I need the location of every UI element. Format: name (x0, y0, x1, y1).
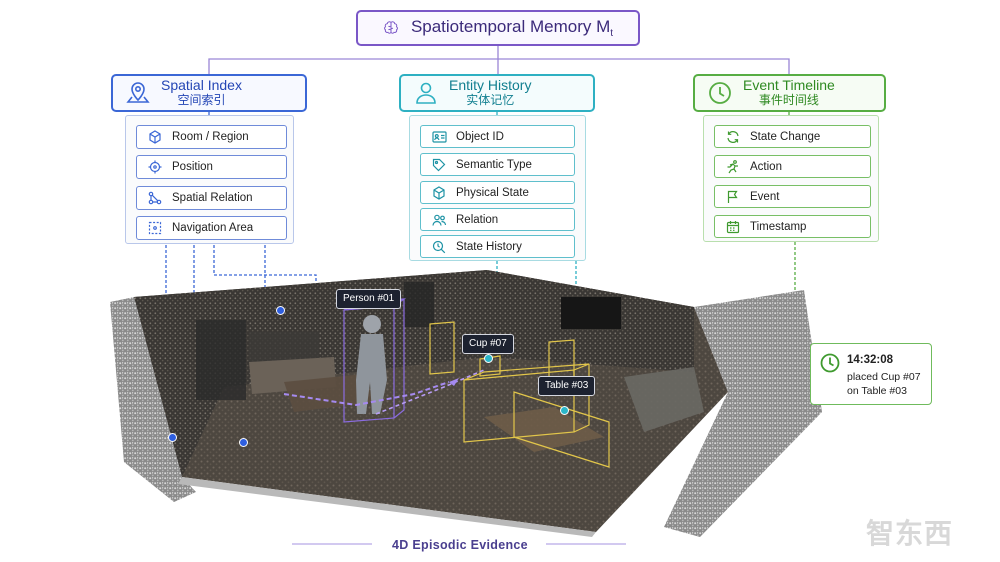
people-icon (431, 212, 447, 228)
item-label: Navigation Area (172, 222, 254, 234)
map-pin-icon (125, 80, 151, 106)
item-relation: Relation (420, 208, 575, 231)
person-icon (413, 80, 439, 106)
item-state-change: State Change (714, 125, 871, 148)
running-icon (725, 159, 741, 175)
person-figure (356, 315, 387, 414)
item-state-history: State History (420, 235, 575, 258)
spatial-index-box: Spatial Index 空间索引 (111, 74, 307, 112)
item-semantic-type: Semantic Type (420, 153, 575, 176)
graph-nodes-icon (147, 190, 163, 206)
id-card-icon (431, 129, 447, 145)
event-note-line2: on Table #03 (847, 385, 907, 397)
tag-icon (431, 157, 447, 173)
root-subscript: t (610, 28, 614, 39)
event-timeline-items: State Change Action Event Timestamp (703, 115, 879, 242)
spatial-index-title: Spatial Index (161, 77, 242, 93)
item-label: Room / Region (172, 131, 249, 143)
entity-history-items: Object ID Semantic Type Physical State R… (409, 115, 586, 261)
item-spatial-relation: Spatial Relation (136, 186, 287, 210)
scene-illustration (110, 270, 822, 537)
event-note-time: 14:32:08 (847, 354, 894, 366)
event-timeline-title: Event Timeline (743, 77, 835, 93)
history-search-icon (431, 239, 447, 255)
clock-icon (707, 80, 733, 106)
item-timestamp: Timestamp (714, 215, 871, 238)
anchor-dot-room (168, 433, 177, 442)
footer-caption: 4D Episodic Evidence (392, 538, 528, 552)
clock-icon (819, 352, 841, 374)
dashed-area-icon (147, 220, 163, 236)
item-physical-state: Physical State (420, 181, 575, 204)
item-label: Spatial Relation (172, 192, 253, 204)
spatial-index-subtitle: 空间索引 (177, 93, 226, 107)
item-label: Timestamp (750, 220, 807, 233)
item-label: Physical State (456, 186, 529, 199)
item-room-region: Room / Region (136, 125, 287, 149)
item-object-id: Object ID (420, 125, 575, 148)
item-label: Action (750, 160, 782, 173)
spatial-index-items: Room / Region Position Spatial Relation … (125, 115, 294, 244)
spatiotemporal-memory-root: Spatiotemporal Memory Mt (356, 10, 640, 46)
entity-history-title: Entity History (449, 77, 532, 93)
event-timeline-box: Event Timeline 事件时间线 (693, 74, 886, 112)
item-label: State History (456, 240, 522, 253)
label-cup: Cup #07 (462, 334, 514, 354)
calendar-icon (725, 219, 741, 235)
item-navigation-area: Navigation Area (136, 216, 287, 240)
event-timeline-subtitle: 事件时间线 (758, 93, 819, 107)
label-person: Person #01 (336, 289, 402, 309)
cube-icon (147, 129, 163, 145)
item-label: Position (172, 161, 213, 173)
item-label: Object ID (456, 130, 504, 143)
item-event: Event (714, 185, 871, 208)
event-note: 14:32:08 placed Cup #07 on Table #03 (810, 343, 932, 405)
label-table: Table #03 (538, 376, 596, 396)
item-action: Action (714, 155, 871, 178)
flag-icon (725, 189, 741, 205)
entity-history-box: Entity History 实体记忆 (399, 74, 595, 112)
item-label: Event (750, 190, 780, 203)
item-label: Relation (456, 213, 499, 226)
item-label: State Change (750, 130, 821, 143)
item-label: Semantic Type (456, 158, 532, 171)
anchor-dot-position (276, 306, 285, 315)
refresh-icon (725, 129, 741, 145)
event-note-line1: placed Cup #07 (847, 371, 921, 383)
point-cloud-scene: Person #01 Cup #07 Table #03 (104, 262, 828, 537)
anchor-dot-table (560, 406, 569, 415)
cube-icon (431, 185, 447, 201)
root-title: Spatiotemporal Memory Mt (410, 17, 614, 39)
crosshair-icon (147, 159, 163, 175)
entity-history-subtitle: 实体记忆 (466, 93, 515, 107)
anchor-dot-navigation (239, 438, 248, 447)
brain-icon (383, 20, 399, 36)
anchor-dot-cup (484, 354, 493, 363)
item-position: Position (136, 155, 287, 179)
watermark: 智东西 (866, 518, 954, 549)
